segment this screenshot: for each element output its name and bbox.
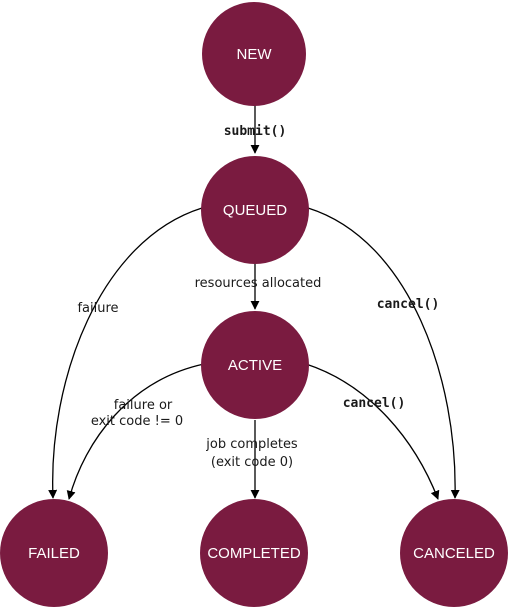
label-exit-code-nonzero: exit code != 0: [91, 414, 183, 429]
label-resources-allocated: resources allocated: [195, 276, 322, 291]
state-completed-label: COMPLETED: [207, 545, 301, 562]
edge-queued-to-canceled: [307, 207, 460, 499]
edge-active-to-failed: [66, 363, 205, 500]
label-cancel-queued: cancel(): [377, 297, 440, 312]
label-failure-or: failure or: [114, 398, 173, 413]
label-job-completes: job completes: [205, 437, 298, 452]
state-queued: QUEUED: [201, 156, 309, 264]
state-active-label: ACTIVE: [228, 357, 282, 374]
state-failed: FAILED: [0, 499, 108, 607]
state-new: NEW: [202, 2, 306, 106]
state-failed-label: FAILED: [28, 545, 80, 562]
edge-queued-to-failed: [48, 207, 203, 499]
state-new-label: NEW: [237, 46, 273, 63]
state-queued-label: QUEUED: [223, 202, 287, 219]
state-canceled-label: CANCELED: [413, 545, 495, 562]
state-active: ACTIVE: [201, 311, 309, 419]
state-canceled: CANCELED: [400, 499, 508, 607]
edge-active-to-canceled: [305, 363, 440, 500]
label-cancel-active: cancel(): [343, 396, 406, 411]
label-submit: submit(): [224, 124, 287, 139]
label-failure: failure: [77, 301, 118, 316]
label-exit-code-zero: (exit code 0): [211, 455, 293, 470]
state-completed: COMPLETED: [200, 499, 308, 607]
